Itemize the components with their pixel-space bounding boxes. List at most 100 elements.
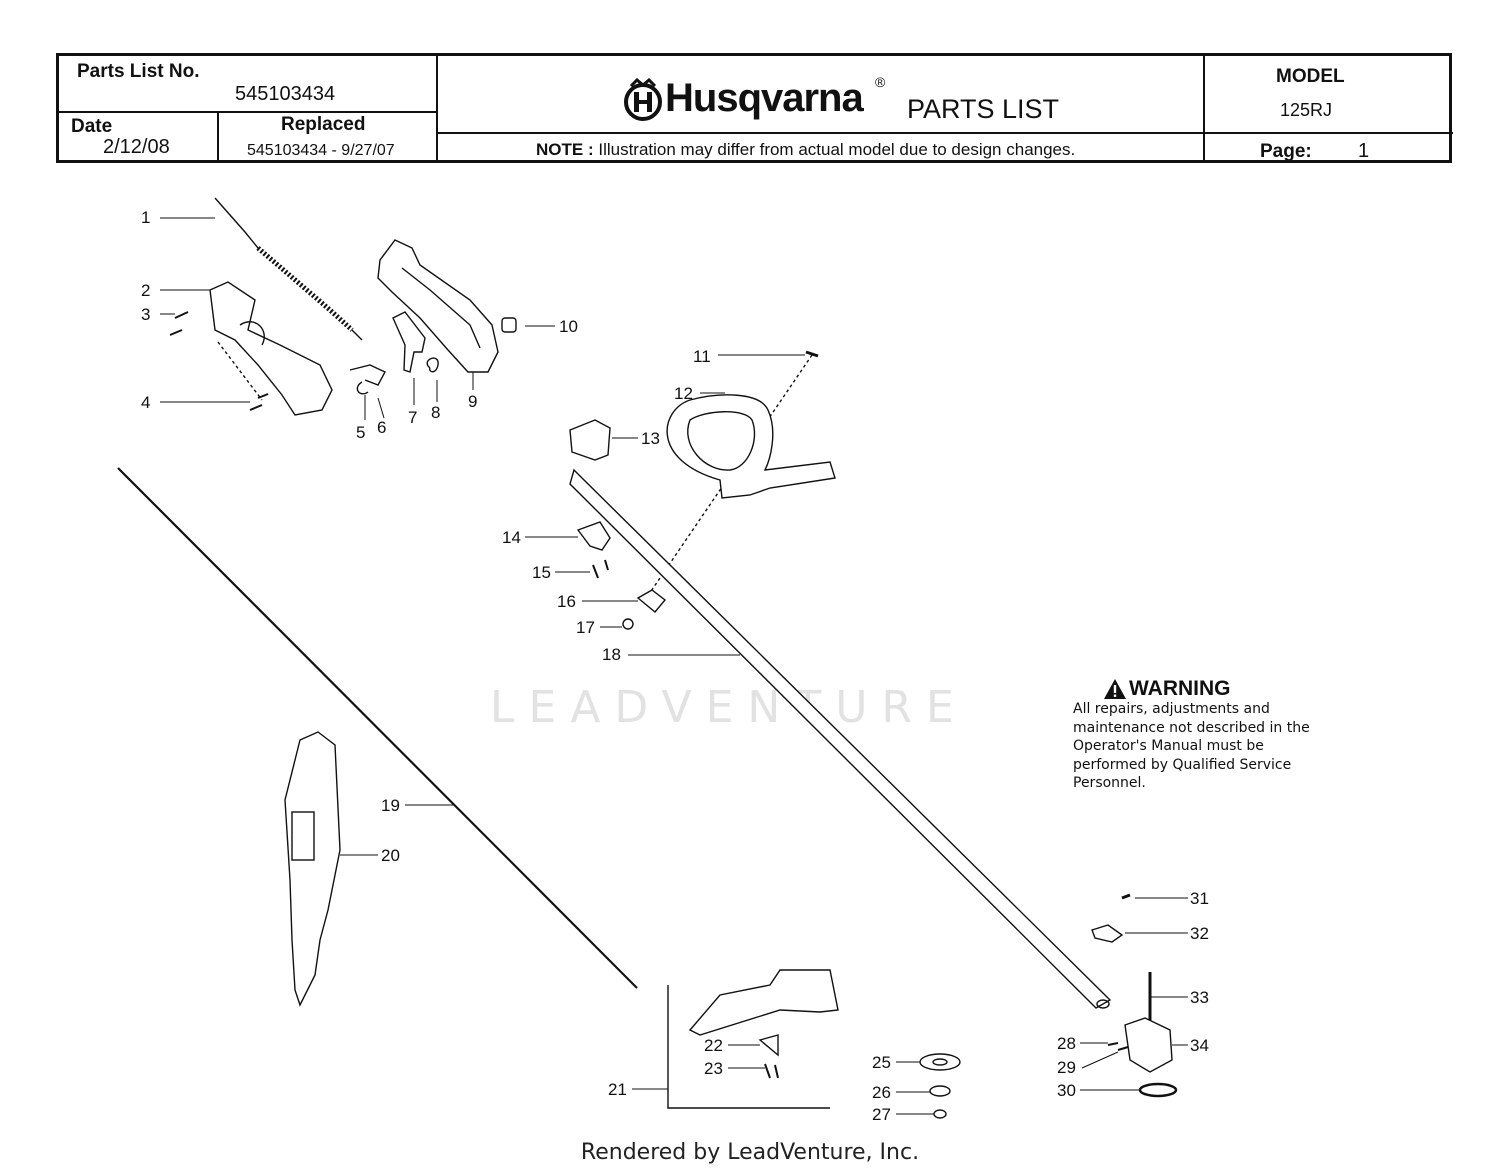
part-lockout [349, 364, 386, 386]
warning-title: WARNING [1103, 678, 1323, 700]
brand-name: Husqvarna [665, 76, 864, 120]
divider [438, 132, 1453, 134]
callout-numbers: 1 2 3 4 5 6 7 8 9 10 11 12 13 14 15 16 1… [141, 208, 1209, 1124]
part-cable-spring [256, 246, 354, 332]
callout-12: 12 [674, 384, 693, 403]
title-block: Parts List No. 545103434 Date 2/12/08 Re… [56, 53, 1453, 163]
part-clamp [576, 521, 611, 551]
part-screws-4-leader [217, 341, 263, 401]
part-tube-end [1096, 999, 1110, 1009]
part-bracket [569, 419, 611, 461]
part-21-bracket-line [667, 985, 830, 1109]
watermark: LEADVENTURE [490, 682, 968, 733]
callout-31: 31 [1190, 889, 1209, 908]
part-32-clamp [1091, 924, 1124, 943]
callout-16: 16 [557, 592, 576, 611]
callout-19: 19 [381, 796, 400, 815]
callout-27: 27 [872, 1105, 891, 1124]
part-outer-tube [569, 468, 1112, 1009]
callout-26: 26 [872, 1083, 891, 1102]
part-handle-tube [209, 281, 333, 416]
replaced-label: Replaced [281, 114, 366, 135]
date-label: Date [71, 116, 113, 137]
callout-10: 10 [559, 317, 578, 336]
callout-9: 9 [468, 392, 477, 411]
replaced-value: 545103434 - 9/27/07 [247, 142, 395, 159]
footer-credit: Rendered by LeadVenture, Inc. [580, 1140, 920, 1165]
note-line: NOTE : Illustration may differ from actu… [536, 140, 1075, 160]
callout-6: 6 [377, 418, 386, 437]
callout-22: 22 [704, 1036, 723, 1055]
callout-21: 21 [608, 1080, 627, 1099]
warning-triangle-icon [1104, 679, 1126, 699]
callout-34: 34 [1190, 1036, 1209, 1055]
callout-18: 18 [602, 645, 621, 664]
part-23-screws [764, 1063, 779, 1079]
part-knob [622, 618, 634, 630]
callout-20: 20 [381, 846, 400, 865]
page-label: Page: [1260, 141, 1312, 162]
part-harness [284, 731, 341, 1007]
part-clamp-nut [636, 589, 667, 613]
part-10-clip [501, 317, 517, 333]
note-text: Illustration may differ from actual mode… [598, 140, 1076, 159]
part-22-blade [758, 1034, 779, 1057]
part-31-screw [1121, 893, 1131, 900]
callout-29: 29 [1057, 1058, 1076, 1077]
part-cable-end [351, 329, 363, 341]
divider [1203, 56, 1205, 160]
part-bolt-leader [644, 354, 813, 601]
registered-mark: ® [875, 74, 886, 90]
part-trigger-spring [426, 357, 439, 373]
note-label: NOTE : [536, 140, 594, 159]
warning-title-text: WARNING [1129, 677, 1231, 700]
part-30-washer [1138, 1082, 1178, 1098]
callout-17: 17 [576, 618, 595, 637]
model-label: MODEL [1276, 66, 1345, 87]
part-loop-handle-inner [687, 411, 756, 471]
part-27-nut [933, 1109, 947, 1119]
part-harness-pad [291, 811, 315, 861]
part-28-29-screws [1107, 1042, 1129, 1051]
parts-list-number: 545103434 [235, 83, 336, 105]
part-loop-handle [666, 394, 836, 499]
part-bolt [805, 350, 819, 358]
callout-5: 5 [356, 423, 365, 442]
part-screws-4 [249, 393, 269, 411]
part-25-washer [919, 1053, 961, 1071]
model-value: 125RJ [1280, 100, 1333, 120]
divider [59, 111, 438, 113]
part-handle-tube-detail [239, 321, 265, 346]
part-throttle-trigger [392, 311, 426, 373]
divider [436, 56, 438, 160]
callout-33: 33 [1190, 988, 1209, 1007]
divider [217, 111, 219, 160]
part-25-hole [932, 1058, 948, 1066]
callout-7: 7 [408, 408, 417, 427]
part-34-gearhead [1124, 1017, 1173, 1073]
callout-23: 23 [704, 1059, 723, 1078]
page-number: 1 [1358, 140, 1370, 162]
callout-1: 1 [141, 208, 150, 227]
document-title: PARTS LIST [907, 94, 1060, 124]
date-value: 2/12/08 [103, 136, 170, 158]
part-screws-3 [169, 311, 189, 336]
part-clamp-screws [592, 559, 609, 579]
callout-4: 4 [141, 393, 150, 412]
callout-32: 32 [1190, 924, 1209, 943]
part-guard [688, 969, 839, 1036]
part-handle-detail [401, 267, 481, 349]
callout-11: 11 [693, 347, 711, 366]
callout-8: 8 [431, 403, 440, 422]
callout-25: 25 [872, 1053, 891, 1072]
part-lockout-spring [356, 381, 369, 395]
part-throttle-cable [214, 197, 259, 249]
callout-15: 15 [532, 563, 551, 582]
part-handle-body [377, 239, 499, 373]
callout-30: 30 [1057, 1081, 1076, 1100]
crown-h-icon [624, 78, 662, 121]
callout-2: 2 [141, 281, 150, 300]
callout-14: 14 [502, 528, 521, 547]
part-26-cup [929, 1085, 951, 1097]
